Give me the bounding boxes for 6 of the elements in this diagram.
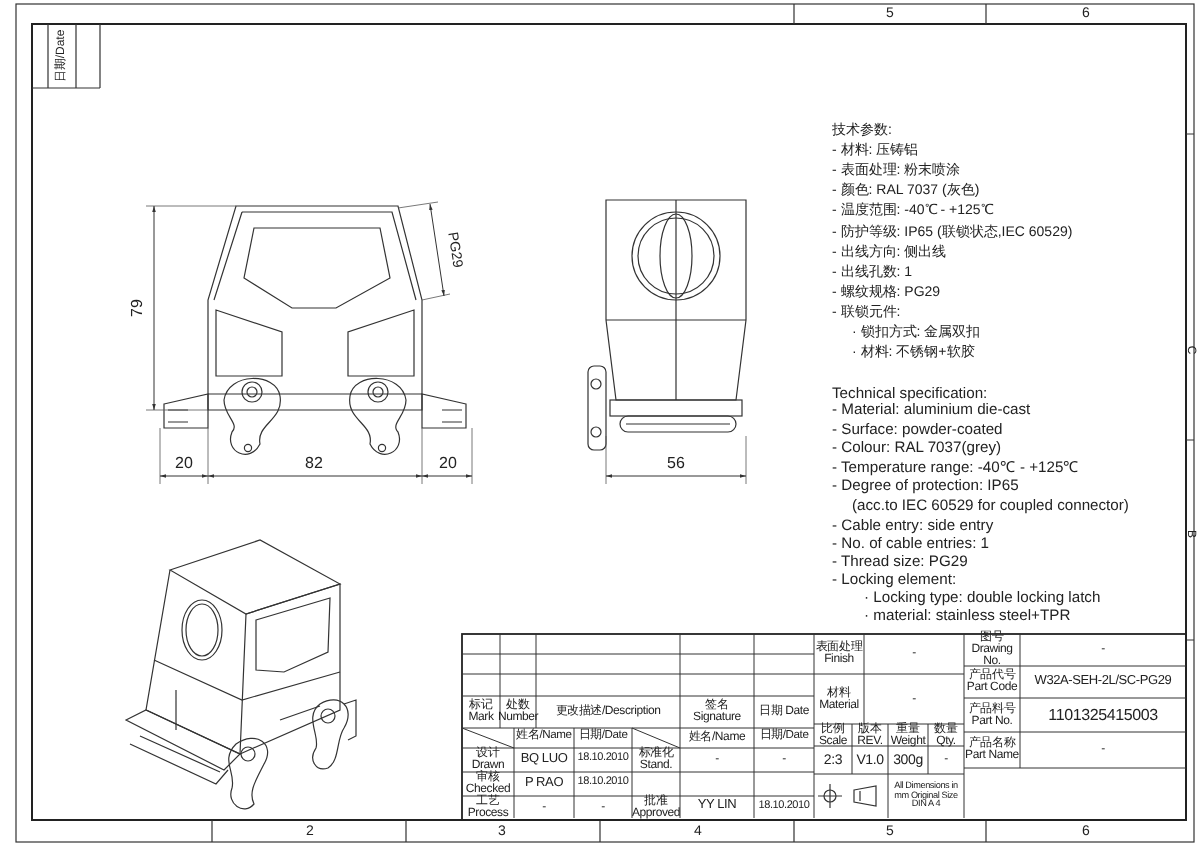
dimension-value: 20 xyxy=(175,456,193,472)
dimension-value: 79 xyxy=(130,299,146,317)
dimension-value: 56 xyxy=(667,456,685,472)
dimension-value: 82 xyxy=(305,456,323,472)
field-value: 1101325415003 xyxy=(1046,703,1160,727)
dimension-value: 20 xyxy=(439,456,457,472)
